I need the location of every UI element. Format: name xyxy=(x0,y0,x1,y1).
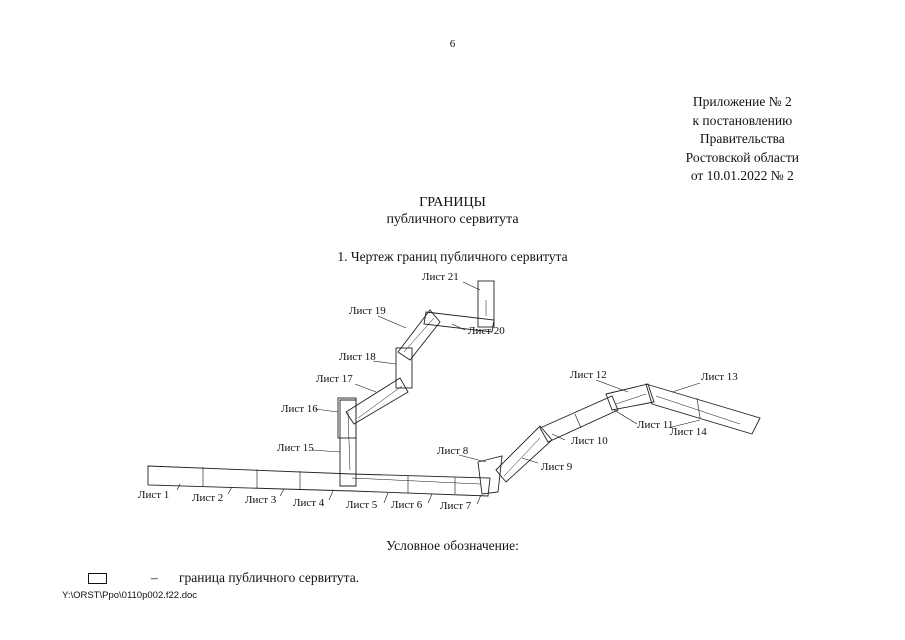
sheet-label-12: Лист 12 xyxy=(570,369,607,381)
sheet-label-8: Лист 8 xyxy=(437,445,469,457)
legend-item-text: граница публичного сервитута. xyxy=(179,570,360,585)
sheet-label-9: Лист 9 xyxy=(541,461,573,473)
appendix-line: Ростовской области xyxy=(685,149,799,165)
sheet-frame-16 xyxy=(337,397,357,439)
corridor-right-8 xyxy=(477,455,503,495)
legend-dash: – xyxy=(151,570,158,585)
corridor-diagonal-19 xyxy=(397,309,441,361)
appendix-block: Приложение № 2 к постановлению Правитель… xyxy=(686,93,799,186)
sheet-label-19: Лист 19 xyxy=(349,305,386,317)
sheet-label-18: Лист 18 xyxy=(339,351,376,363)
sheet-label-10: Лист 10 xyxy=(571,435,608,447)
sheet-labels: Лист 1 Лист 2 Лист 3 Лист 4 Лист 5 Лист … xyxy=(138,271,738,512)
sheet-label-1: Лист 1 xyxy=(138,489,169,501)
sheet-label-15: Лист 15 xyxy=(277,442,314,454)
legend-row: – граница публичного сервитута. xyxy=(88,570,359,586)
corridor-right-13-14 xyxy=(645,383,761,435)
sheet-frame-18 xyxy=(395,347,413,389)
sheet-label-5: Лист 5 xyxy=(346,499,378,511)
sheet-frame-21 xyxy=(477,280,495,328)
sheet-label-7: Лист 7 xyxy=(440,500,472,512)
corridor-diagonal-17 xyxy=(345,377,409,425)
sheet-label-11: Лист 11 xyxy=(637,419,673,431)
sheet-label-20: Лист 20 xyxy=(468,325,505,337)
sheet-label-2: Лист 2 xyxy=(192,492,223,504)
legend-title: Условное обозначение: xyxy=(386,538,519,553)
appendix-line: Приложение № 2 xyxy=(692,94,792,109)
file-path-footer: Y:\ORST\Ppo\0110p002.f22.doc xyxy=(62,590,198,601)
appendix-line: к постановлению xyxy=(692,112,793,128)
document-title: ГРАНИЦЫ публичного сервитута xyxy=(0,194,905,228)
corridor-outline xyxy=(147,280,761,497)
title-sub: публичного сервитута xyxy=(386,212,519,227)
corridor-vertical xyxy=(339,399,357,487)
section-title: 1. Чертеж границ публичного сервитута xyxy=(337,249,568,264)
sheet-label-3: Лист 3 xyxy=(245,494,277,506)
leader-lines xyxy=(176,281,701,505)
inner-detail-lines xyxy=(347,300,741,485)
corridor-top-20 xyxy=(423,311,495,333)
sheet-label-4: Лист 4 xyxy=(293,497,325,509)
sheet-label-16: Лист 16 xyxy=(281,403,318,415)
corridor-right-10-11 xyxy=(539,395,619,443)
appendix-line: от 10.01.2022 № 2 xyxy=(690,168,794,183)
sheet-label-21: Лист 21 xyxy=(422,271,459,283)
sheet-label-17: Лист 17 xyxy=(316,373,353,385)
corridor-right-12 xyxy=(605,383,655,411)
appendix-line: Правительства xyxy=(699,131,785,146)
title-main: ГРАНИЦЫ xyxy=(419,195,486,210)
sheet-dividers xyxy=(202,397,701,494)
sheet-label-14: Лист 14 xyxy=(670,426,707,438)
sheet-label-6: Лист 6 xyxy=(391,499,423,511)
corridor-bottom xyxy=(147,465,491,497)
page-number: 6 xyxy=(449,38,456,50)
legend-boundary-symbol xyxy=(88,572,107,584)
sheet-label-13: Лист 13 xyxy=(701,371,738,383)
